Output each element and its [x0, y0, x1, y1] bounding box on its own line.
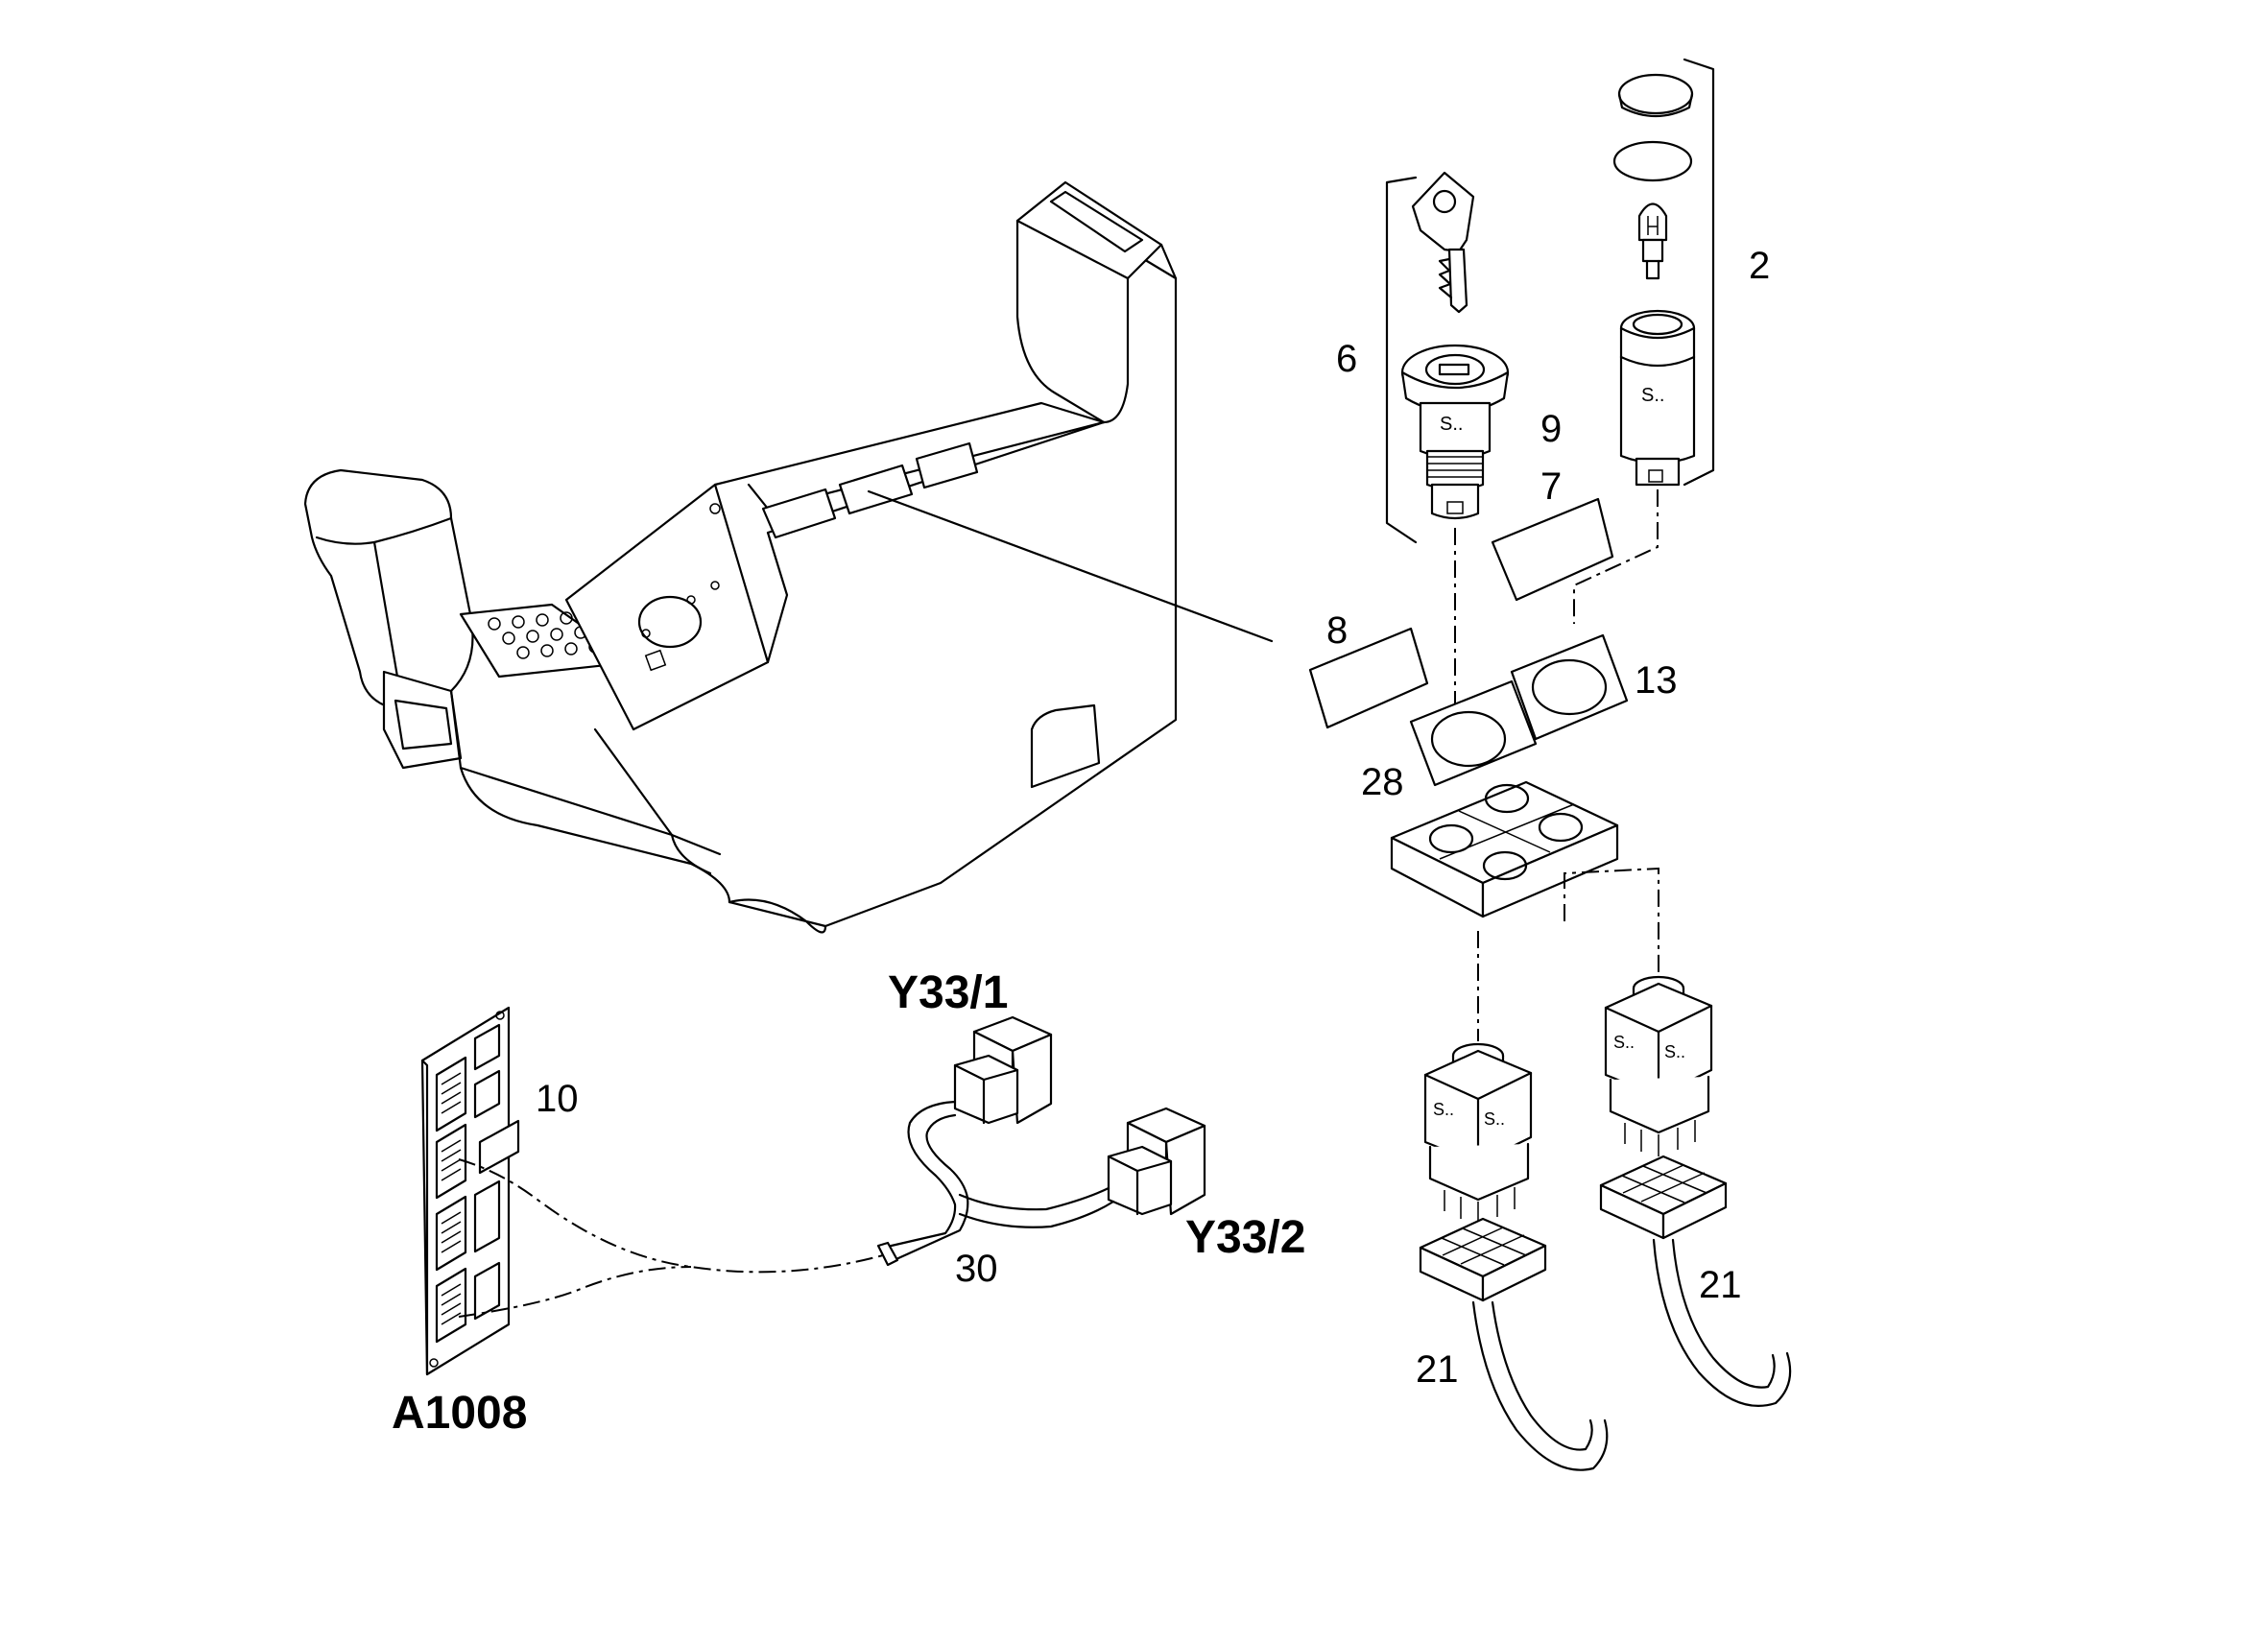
label-item-8: 8 — [1326, 609, 1348, 652]
label-item-21-left: 21 — [1416, 1348, 1459, 1391]
switch-right: S.. S.. — [1599, 975, 1792, 1407]
switch-left-marking: S.. — [1433, 1100, 1454, 1119]
label-item-28: 28 — [1361, 761, 1404, 803]
switch-right-marking-2: S.. — [1664, 1042, 1685, 1061]
label-ref-y33-1: Y33/1 — [888, 967, 1008, 1018]
lamp-assembly: S.. — [1573, 58, 1715, 624]
label-item-2: 2 — [1749, 245, 1770, 287]
label-item-21-right: 21 — [1699, 1264, 1742, 1306]
label-ref-a1008: A1008 — [392, 1388, 527, 1439]
label-item-6: 6 — [1336, 338, 1357, 380]
key-lock-assembly: S.. — [1385, 171, 1510, 729]
label-ref-y33-2: Y33/2 — [1185, 1212, 1305, 1263]
wiring-harness — [876, 1015, 1206, 1267]
label-item-13: 13 — [1635, 659, 1678, 702]
label-item-10: 10 — [536, 1078, 579, 1120]
switch-left: S.. S.. — [1419, 1042, 1609, 1471]
label-item-9: 9 — [1540, 408, 1562, 450]
cover-plates — [1308, 497, 1659, 1041]
lamp-marking: S.. — [1641, 385, 1664, 406]
control-board — [420, 1006, 884, 1376]
label-item-30: 30 — [955, 1248, 998, 1290]
lock-marking: S.. — [1440, 414, 1463, 435]
console-assembly — [303, 180, 1274, 934]
switch-right-marking: S.. — [1613, 1033, 1635, 1052]
switch-left-marking-2: S.. — [1484, 1109, 1505, 1129]
label-item-7: 7 — [1540, 465, 1562, 508]
item-labels: 2 6 9 7 8 13 28 10 30 21 21 Y33/1 Y33/2 … — [392, 245, 1770, 1439]
